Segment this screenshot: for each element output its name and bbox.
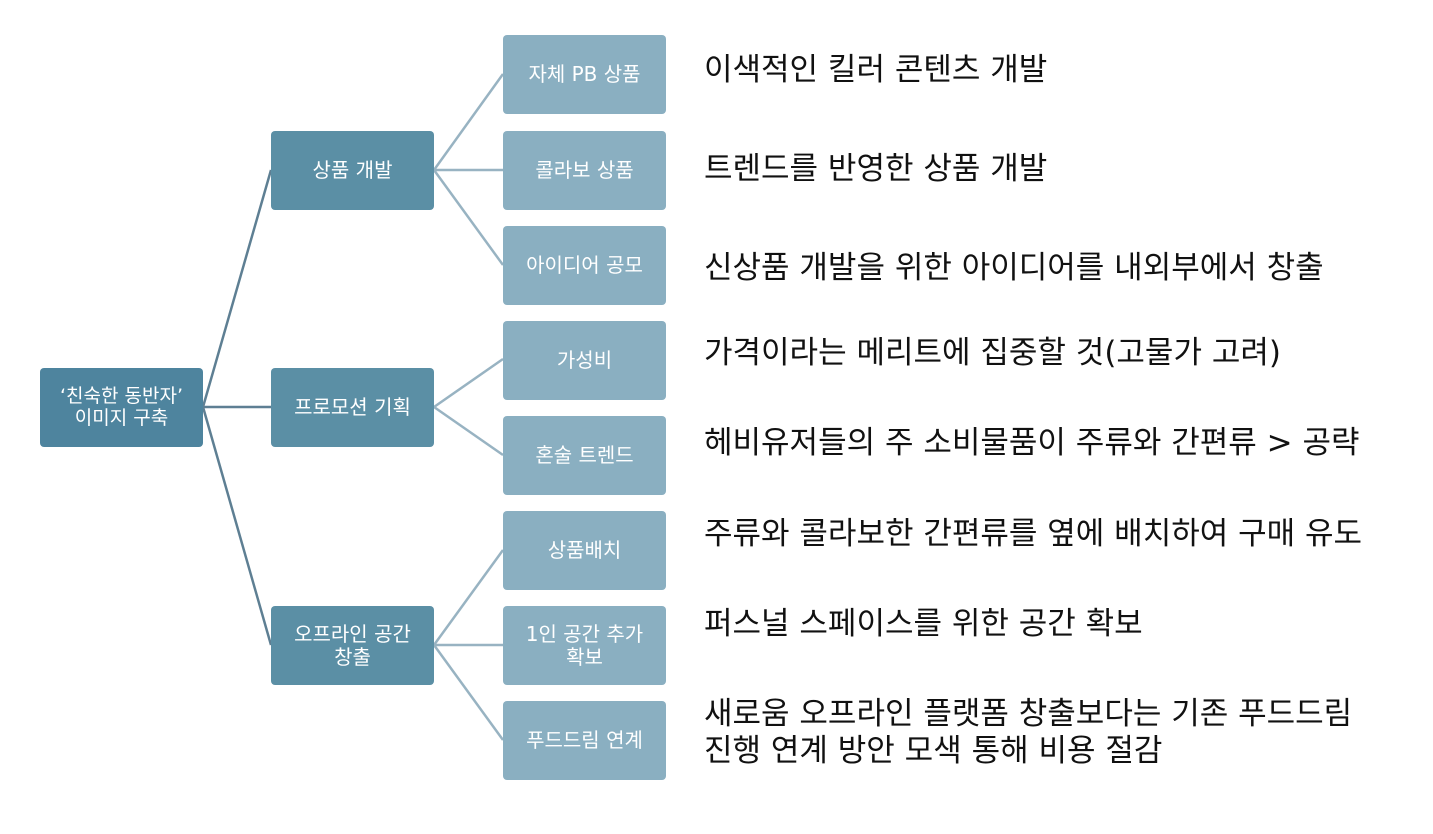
description-own-pb-product: 이색적인 킬러 콘텐츠 개발 <box>704 52 1048 88</box>
leaf-node-own-pb-product: 자체 PB 상품 <box>503 35 666 114</box>
description-collab-product: 트렌드를 반영한 상품 개발 <box>704 151 1048 187</box>
connector-branch-2-item-1 <box>433 357 504 409</box>
description-product-placement: 주류와 콜라보한 간편류를 옆에 배치하여 구매 유도 <box>704 516 1363 552</box>
connector-branch-1-item-3 <box>432 169 505 266</box>
branch-node-offline-space: 오프라인 공간 창출 <box>271 606 434 685</box>
branch-node-product-development: 상품 개발 <box>271 131 434 210</box>
connector-root-branch-1 <box>201 169 273 408</box>
branch-node-promotion-planning: 프로모션 기획 <box>271 368 434 447</box>
description-solo-drinking-trend: 헤비유저들의 주 소비물품이 주류와 간편류 > 공략 <box>704 425 1360 461</box>
connector-branch-3-item-1 <box>432 549 505 646</box>
description-fooddream-link: 새로움 오프라인 플랫폼 창출보다는 기존 푸드드림 진행 연계 방안 모색 통… <box>704 696 1353 770</box>
connector-branch-3-item-3 <box>432 644 505 741</box>
leaf-node-value-for-money: 가성비 <box>503 321 666 400</box>
description-single-space: 퍼스널 스페이스를 위한 공간 확보 <box>704 606 1143 642</box>
root-node: ‘친숙한 동반자’ 이미지 구축 <box>40 368 203 447</box>
leaf-node-solo-drinking-trend: 혼술 트렌드 <box>503 416 666 495</box>
connector-branch-1-item-1 <box>432 73 505 171</box>
leaf-node-idea-contest: 아이디어 공모 <box>503 226 666 305</box>
description-idea-contest: 신상품 개발을 위한 아이디어를 내외부에서 창출 <box>704 250 1324 286</box>
connector-branch-2-item-2 <box>433 405 504 457</box>
leaf-node-fooddream-link: 푸드드림 연계 <box>503 701 666 780</box>
leaf-node-collab-product: 콜라보 상품 <box>503 131 666 210</box>
leaf-node-product-placement: 상품배치 <box>503 511 666 590</box>
leaf-node-single-space: 1인 공간 추가 확보 <box>503 606 666 685</box>
description-value-for-money: 가격이라는 메리트에 집중할 것(고물가 고려) <box>704 335 1281 371</box>
connector-root-branch-3 <box>201 406 273 646</box>
